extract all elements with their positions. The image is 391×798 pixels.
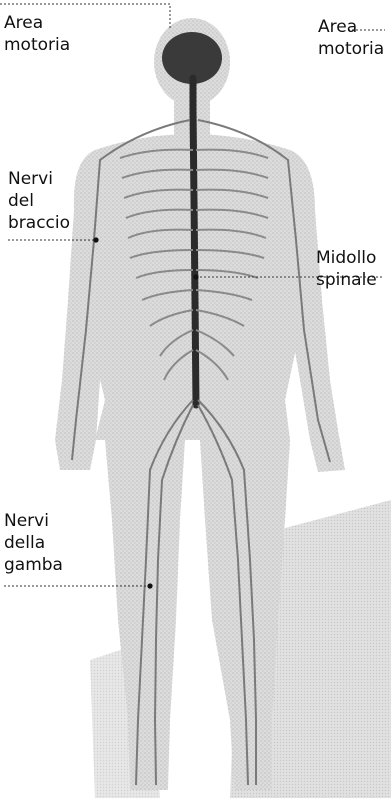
label-arm-nerves: Nervi del braccio <box>8 168 70 234</box>
label-leg-nerves-line1: Nervi <box>4 510 63 532</box>
label-spinal-cord-line2: spinale <box>316 269 377 291</box>
label-leg-nerves-line2: della <box>4 532 63 554</box>
label-arm-nerves-line2: del <box>8 190 70 212</box>
label-motor-area-right-line2: motoria <box>318 38 384 60</box>
label-spinal-cord-line1: Midollo <box>316 247 377 269</box>
label-arm-nerves-line1: Nervi <box>8 168 70 190</box>
spinal-cord-line <box>193 78 196 405</box>
label-spinal-cord: Midollo spinale <box>316 247 377 291</box>
label-leg-nerves-line3: gamba <box>4 554 63 576</box>
label-motor-area-right-line1: Area <box>318 16 384 38</box>
label-arm-nerves-line3: braccio <box>8 212 70 234</box>
label-motor-area-right: Area motoria <box>318 16 384 60</box>
label-motor-area-left-line1: Area <box>4 12 70 34</box>
label-motor-area-left-line2: motoria <box>4 34 70 56</box>
label-leg-nerves: Nervi della gamba <box>4 510 63 576</box>
label-motor-area-left: Area motoria <box>4 12 70 56</box>
